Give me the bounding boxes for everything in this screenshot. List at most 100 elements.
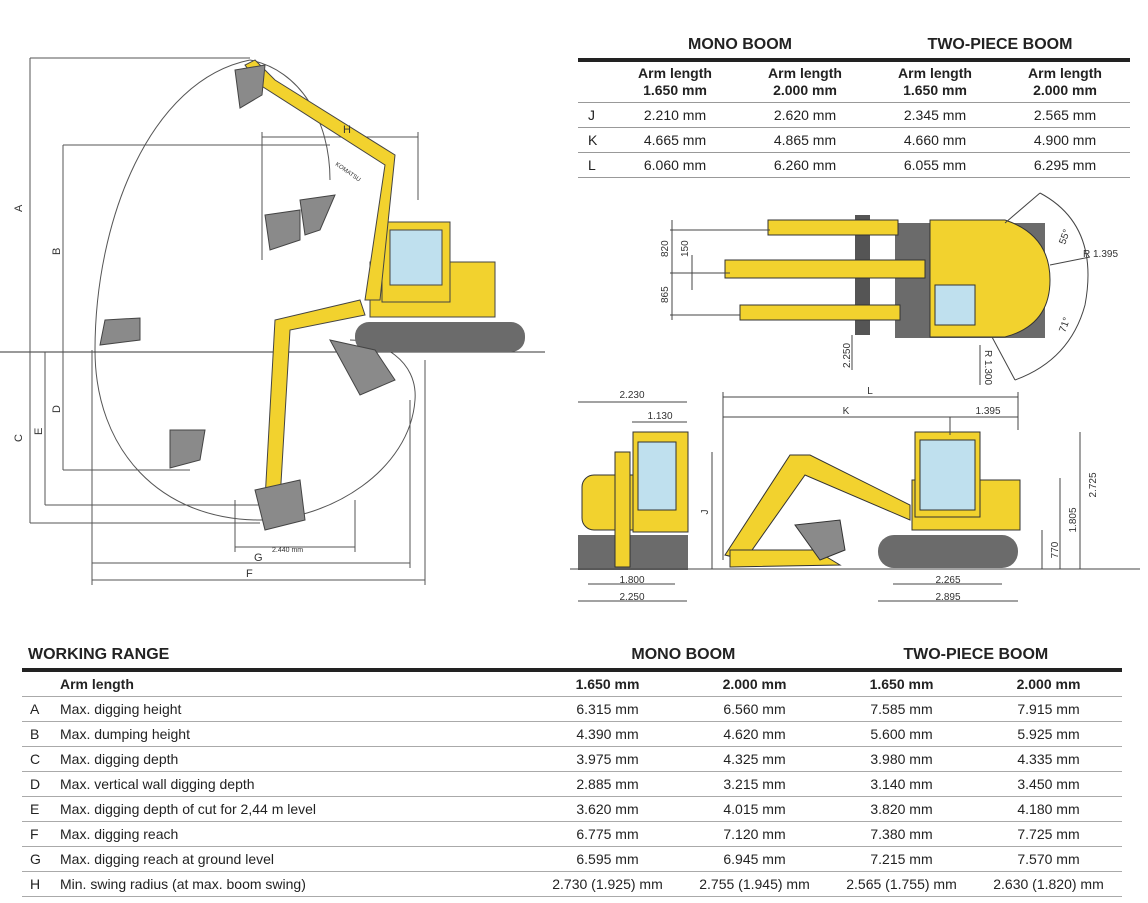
dim-width-2250: 2.250 [619, 592, 644, 603]
row-value: 4.325 mm [681, 746, 828, 772]
row-value: 4.335 mm [975, 746, 1122, 772]
row-value: 4.180 mm [975, 796, 1122, 822]
excavator-top-illustration [724, 215, 1051, 338]
row-letter: G [22, 846, 60, 872]
row-label: Max. vertical wall digging depth [60, 771, 534, 797]
dim-label-h: H [343, 124, 351, 136]
row-value: 2.885 mm [534, 771, 681, 797]
row-value: 3.215 mm [681, 771, 828, 797]
dim-820: 820 [660, 240, 671, 257]
digging-envelope [94, 59, 261, 521]
row-label: Max. digging height [60, 696, 534, 722]
row-label: Max. dumping height [60, 721, 534, 747]
row-value: 2.730 (1.925) mm [534, 871, 681, 897]
working-range-title: WORKING RANGE [28, 646, 170, 663]
row-value: 7.725 mm [975, 821, 1122, 847]
dim-2250: 2.250 [842, 343, 853, 368]
row-value: 3.140 mm [828, 771, 975, 797]
row-value: 3.820 mm [828, 796, 975, 822]
row-value: 7.915 mm [975, 696, 1122, 722]
brand-logo: KOMATSU [334, 162, 361, 184]
row-label: Max. digging reach [60, 821, 534, 847]
working-range-table: WORKING RANGE MONO BOOM TWO-PIECE BOOM A… [22, 642, 1122, 897]
row-value: 6.775 mm [534, 821, 681, 847]
excavator-side-view-illustration [724, 431, 1021, 568]
row-value: 2.565 (1.755) mm [828, 871, 975, 897]
dim-width-2230: 2.230 [619, 390, 644, 401]
row-letter: D [22, 771, 60, 797]
row-label: Min. swing radius (at max. boom swing) [60, 871, 534, 897]
dim-label-c: C [13, 434, 25, 442]
dim-height-2725: 2.725 [1088, 472, 1099, 497]
dim-label-d: D [51, 405, 63, 413]
row-value: 6.945 mm [681, 846, 828, 872]
top-view-diagram: 820 150 865 2.250 R 1.395 R 1.300 55° 71… [660, 192, 1118, 385]
row-value: 7.585 mm [828, 696, 975, 722]
row-label: Max. digging depth of cut for 2,44 m lev… [60, 796, 534, 822]
row-value: 2.630 (1.820) mm [975, 871, 1122, 897]
side-views-diagram: 2.230 1.130 1.800 2.250 L K 1.395 J 2.72… [570, 386, 1140, 603]
dim-1395: 1.395 [975, 406, 1000, 417]
row-letter: H [22, 871, 60, 897]
row-letter: A [22, 696, 60, 722]
dim-height-1805: 1.805 [1068, 507, 1079, 532]
dim-label-k: K [843, 406, 850, 417]
dim-label-g: G [254, 552, 263, 564]
row-value: 4.390 mm [534, 721, 681, 747]
dim-label-a: A [13, 204, 25, 212]
row-value: 4.620 mm [681, 721, 828, 747]
row-value: 7.570 mm [975, 846, 1122, 872]
row-value: 7.380 mm [828, 821, 975, 847]
group-mono-boom: MONO BOOM [631, 646, 736, 663]
working-range-diagram: KOMATSU A C B D E F G H 2.440 mm [0, 57, 545, 585]
row-value: 3.620 mm [534, 796, 681, 822]
dim-r1300: R 1.300 [982, 350, 993, 385]
dim-track-2895: 2.895 [935, 592, 960, 603]
level-dim-label: 2.440 mm [272, 547, 303, 554]
row-value: 7.215 mm [828, 846, 975, 872]
row-value: 3.450 mm [975, 771, 1122, 797]
row-value: 7.120 mm [681, 821, 828, 847]
row-label: Max. digging reach at ground level [60, 846, 534, 872]
dim-width-1130: 1.130 [647, 411, 672, 422]
dim-height-770: 770 [1050, 541, 1061, 558]
dim-track-2265: 2.265 [935, 575, 960, 586]
row-label: Max. digging depth [60, 746, 534, 772]
row-value: 3.980 mm [828, 746, 975, 772]
dim-label-f: F [246, 568, 253, 580]
angle-71: 71° [1057, 316, 1073, 334]
group-two-piece-boom: TWO-PIECE BOOM [927, 36, 1073, 53]
row-letter: B [22, 721, 60, 747]
row-value: 4.015 mm [681, 796, 828, 822]
group-two-piece-boom: TWO-PIECE BOOM [903, 646, 1049, 663]
dim-label-j: J [700, 510, 711, 515]
row-value: 6.560 mm [681, 696, 828, 722]
dim-label-b: B [51, 248, 63, 255]
dim-label-e: E [33, 428, 45, 435]
row-letter: E [22, 796, 60, 822]
row-value: 2.755 (1.945) mm [681, 871, 828, 897]
dim-865: 865 [660, 286, 671, 303]
row-value: 3.975 mm [534, 746, 681, 772]
row-letter: F [22, 821, 60, 847]
angle-55: 55° [1057, 228, 1073, 246]
row-value: 5.600 mm [828, 721, 975, 747]
excavator-front-illustration [578, 431, 689, 570]
row-value: 6.315 mm [534, 696, 681, 722]
dim-label-l: L [867, 386, 873, 397]
